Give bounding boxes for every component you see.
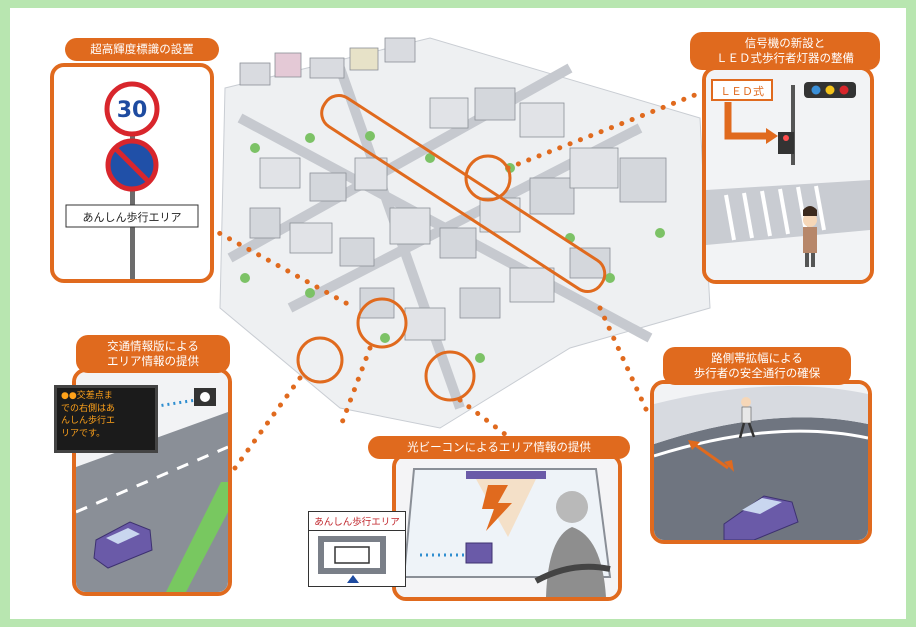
- area-map-icon: [318, 536, 386, 583]
- crosswalk-road: [706, 180, 870, 245]
- beacon-head: [466, 471, 546, 479]
- title-shoulder-line1: 路側帯拡幅による: [711, 351, 803, 365]
- highlight-circle-board: [296, 336, 344, 384]
- board-line-1: ●●交差点ま: [61, 391, 113, 401]
- title-board-line2: エリア情報の提供: [107, 354, 199, 368]
- walker-icon: [738, 397, 756, 439]
- lightning-icon: [482, 485, 512, 531]
- traffic-info-board: ●●交差点ま での右側はあ んしん歩行エ リアです。: [54, 385, 158, 453]
- title-signal-line1: 信号機の新設と: [744, 36, 826, 50]
- panel-shoulder: [650, 380, 872, 544]
- board-line-4: リアです。: [61, 428, 106, 439]
- sign-plate-label: あんしん歩行エリア: [83, 210, 182, 224]
- pedestrian-signal-icon: [778, 132, 794, 154]
- highlight-circle-shoulder: [424, 350, 476, 402]
- curved-road: [654, 417, 868, 540]
- driver-icon: [534, 491, 611, 597]
- title-signal: 信号機の新設と ＬＥＤ式歩行者灯器の整備: [690, 32, 880, 70]
- board-line-2: での右側はあ: [61, 403, 116, 414]
- sign-plate: [65, 204, 199, 228]
- led-label-box: [711, 79, 773, 101]
- car-icon: [723, 495, 799, 540]
- median-strip: [166, 482, 228, 592]
- panel-signal: ＬＥＤ式: [702, 66, 874, 284]
- city-trees: [240, 131, 665, 363]
- panel-sign: 30 あんしん歩行エリア: [50, 63, 214, 283]
- panel-beacon: [392, 453, 622, 601]
- area-map-label: あんしん歩行エリア: [309, 512, 405, 531]
- speed-limit-sign: [104, 81, 160, 137]
- signal-pole: [791, 85, 795, 165]
- title-info-board: 交通情報版による エリア情報の提供: [76, 335, 230, 373]
- title-beacon: 光ビーコンによるエリア情報の提供: [368, 436, 630, 459]
- sign-illustration: 30 あんしん歩行エリア: [65, 81, 199, 279]
- width-arrow: [693, 442, 729, 470]
- led-label: ＬＥＤ式: [720, 85, 764, 98]
- title-sign-text: 超高輝度標識の設置: [90, 42, 194, 56]
- shoulder-illustration: [654, 384, 868, 540]
- title-signal-line2: ＬＥＤ式歩行者灯器の整備: [716, 51, 854, 65]
- board-line-3: んしん歩行エ: [61, 416, 116, 426]
- title-board-line1: 交通情報版による: [107, 339, 199, 353]
- area-map-card: あんしん歩行エリア: [308, 511, 406, 587]
- title-shoulder: 路側帯拡幅による 歩行者の安全通行の確保: [663, 347, 851, 385]
- highlight-circle-signal: [464, 154, 512, 202]
- led-arrow: [724, 102, 766, 140]
- car-nav-unit: [465, 542, 493, 564]
- title-sign: 超高輝度標識の設置: [65, 38, 219, 61]
- highlight-circle-beacon: [356, 297, 408, 349]
- dotted-connectors: [207, 90, 703, 471]
- pedestrian-icon: [803, 206, 817, 267]
- car-icon: [93, 521, 153, 569]
- signal-illustration: ＬＥＤ式: [706, 70, 870, 280]
- shoulder-area: [654, 386, 868, 444]
- title-beacon-text: 光ビーコンによるエリア情報の提供: [407, 440, 591, 454]
- highlight-corridor: [320, 94, 607, 294]
- title-shoulder-line2: 歩行者の安全通行の確保: [693, 366, 821, 380]
- speed-limit-value: 30: [117, 98, 148, 123]
- city-illustration: [207, 37, 711, 471]
- beacon-illustration: [396, 457, 618, 597]
- road-edge-line: [654, 429, 868, 458]
- diagram-canvas: 30 あんしん歩行エリア 超高輝度標識の設置 ＬＥＤ式: [10, 8, 906, 619]
- city-buildings: [239, 37, 667, 341]
